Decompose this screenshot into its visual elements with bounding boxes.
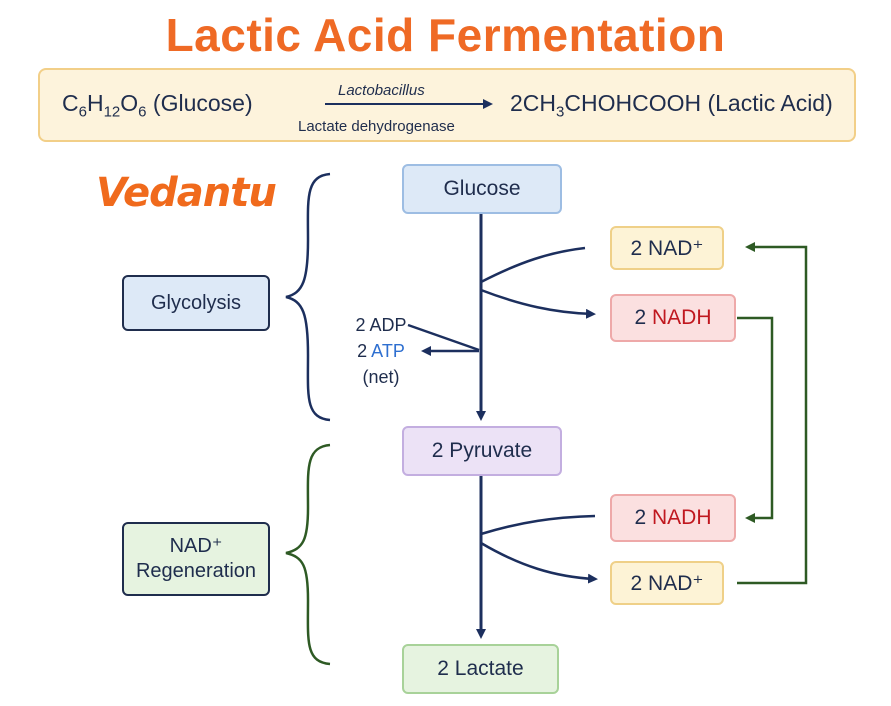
glycolysis-brace [285, 172, 331, 422]
product-name: (Lactic Acid) [707, 90, 833, 116]
nadh-top-node: 2 NADH [610, 294, 736, 342]
nadh-bottom-count: 2 [634, 506, 647, 529]
atp-name: ATP [371, 341, 405, 362]
nadh-consumed-curve [480, 514, 596, 536]
pyruvate-node: 2 Pyruvate [402, 426, 562, 476]
regeneration-line-1: NAD⁺ [169, 535, 223, 557]
vedantu-logo: Vedantu [96, 170, 277, 216]
equation-reactant: C6H12O6 (Glucose) [62, 90, 253, 121]
nadh-produced-curve [480, 288, 596, 319]
nadh-top-count: 2 [634, 306, 647, 329]
reactant-name: (Glucose) [152, 90, 253, 116]
nadh-recycle-loop [737, 316, 774, 523]
glucose-node: Glucose [402, 164, 562, 214]
equation-product: 2CH3CHOHCOOH (Lactic Acid) [510, 90, 833, 121]
nad-consumed-curve [480, 246, 586, 284]
regeneration-brace [285, 443, 331, 666]
atp-count: 2 [357, 341, 368, 362]
nad-regeneration-label: NAD⁺ Regeneration [122, 522, 270, 596]
adp-label: 2 ADP [355, 315, 407, 335]
energy-labels: 2 ADP 2 ATP (net) [345, 312, 417, 390]
glycolysis-label: Glycolysis [122, 275, 270, 331]
enzyme-below-label: Lactate dehydrogenase [298, 118, 455, 135]
page-title: Lactic Acid Fermentation [165, 9, 726, 61]
regeneration-line-2: Regeneration [135, 560, 257, 582]
enzyme-above-label: Lactobacillus [338, 82, 425, 99]
nadh-bottom-node: 2 NADH [610, 494, 736, 542]
nad-top-node: 2 NAD⁺ [610, 226, 724, 270]
nad-recycle-loop [737, 242, 808, 585]
nadh-top-name: NADH [652, 306, 712, 329]
nad-bottom-node: 2 NAD⁺ [610, 561, 724, 605]
nad-produced-curve [480, 541, 598, 584]
net-label: (net) [362, 367, 400, 388]
nadh-bottom-name: NADH [652, 506, 712, 529]
lactate-node: 2 Lactate [402, 644, 559, 694]
atp-label: 2 ATP [345, 338, 417, 364]
adp-line [407, 323, 480, 352]
